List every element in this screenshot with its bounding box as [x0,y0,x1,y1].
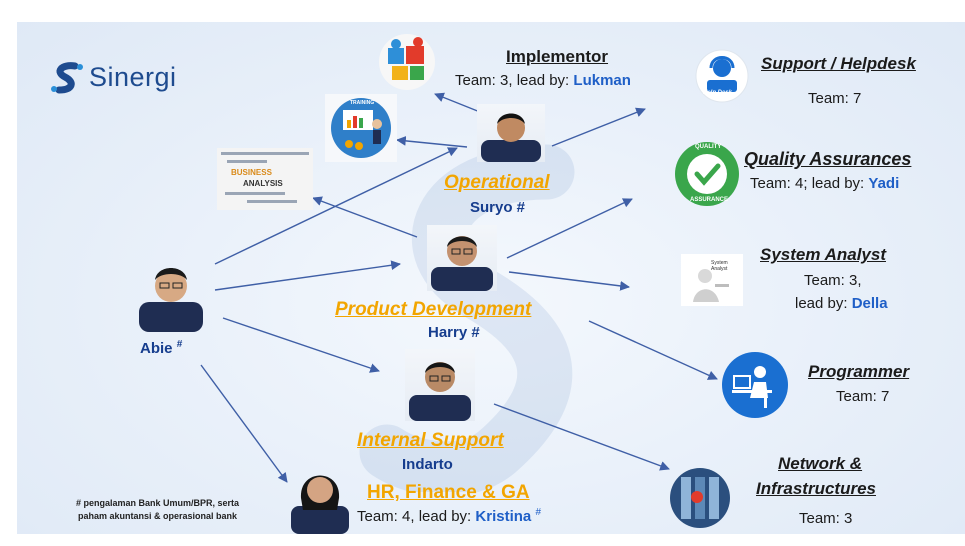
qa-badge-bottom: ASSURANCE [690,197,729,203]
network-title-line1: Network & [778,454,863,473]
helpdesk-icon: Help Desk [693,48,751,104]
implementor-puzzle-image [374,32,440,92]
indarto-name: Indarto [402,456,453,473]
programmer-title: Programmer [808,362,910,381]
quality-assurances-title: Quality Assurances [744,149,912,169]
product-development-role: Product Development [335,299,532,320]
kristina-photo [287,458,353,534]
sinergi-logo-icon [51,62,83,94]
business-analysis-image: BUSINESS ANALYSIS [217,148,313,210]
hr-team-detail: Team: 4, lead by: Kristina # [357,507,541,525]
system-analyst-lead: lead by: Della [795,295,888,312]
harry-photo [427,225,497,291]
internal-support-role: Internal Support [357,430,504,451]
system-analyst-image-label: System Analyst [711,260,728,272]
network-infrastructure-image [669,467,731,529]
abie-photo [133,250,209,332]
analysis-word: ANALYSIS [243,179,283,188]
indarto-photo [405,349,475,421]
suryo-name: Suryo # [470,199,526,216]
operational-role: Operational [444,172,550,193]
support-helpdesk-title: Support / Helpdesk [761,54,916,73]
network-team: Team: 3 [799,510,853,527]
qa-badge-top: QUALITY [695,144,722,150]
implementor-title: Implementor [506,47,609,66]
abie-name: Abie # [140,339,183,357]
watermark-logo [359,144,575,492]
training-image: TRAINING [325,94,397,162]
hr-finance-ga-role: HR, Finance & GA [367,482,530,503]
brand-name: Sinergi [89,62,177,92]
org-chart-slide: Sinergi Abie # Operational Suryo # Produ… [17,22,965,534]
footnote-line1: # pengalaman Bank Umum/BPR, serta [75,498,240,508]
footnote-line2: paham akuntansi & operasional bank [77,511,238,521]
training-label: TRAINING [350,100,375,106]
harry-name: Harry # [428,324,480,341]
support-helpdesk-team: Team: 7 [808,90,862,107]
network-title-line2: Infrastructures [756,479,876,498]
quality-assurances-team: Team: 4; lead by: Yadi [750,175,900,192]
footnote: # pengalaman Bank Umum/BPR, serta paham … [30,497,285,523]
connector-arrows [200,92,718,483]
system-analyst-title: System Analyst [760,245,886,264]
suryo-photo [477,104,545,162]
helpdesk-icon-label: Help Desk [703,90,733,96]
implementor-team: Team: 3, lead by: Lukman [455,72,631,89]
system-analyst-image: System Analyst [681,254,743,306]
system-analyst-team: Team: 3, [804,272,862,289]
programmer-icon [720,350,790,420]
quality-assurance-badge-icon: QUALITY ASSURANCE [673,140,741,208]
programmer-team: Team: 7 [836,388,890,405]
business-word: BUSINESS [231,168,272,177]
